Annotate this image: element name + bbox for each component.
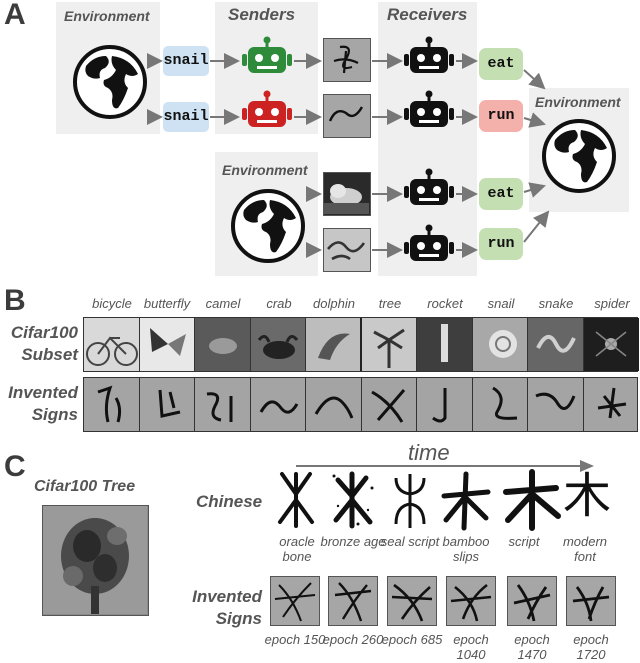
epoch-sign-image bbox=[507, 576, 557, 626]
chinese-label: Chinese bbox=[196, 492, 263, 511]
chinese-stage-label: bamboo slips bbox=[442, 534, 490, 564]
panel-a-letter: A bbox=[4, 0, 26, 31]
invented-sign-image bbox=[306, 378, 362, 431]
epoch-label: epoch 1470 bbox=[514, 632, 550, 662]
epoch-label: epoch 685 bbox=[381, 632, 443, 647]
epoch-sign-image bbox=[328, 576, 378, 626]
bamboo-slips-glyph bbox=[441, 471, 491, 531]
bicycle-image bbox=[84, 318, 140, 371]
butterfly-image bbox=[139, 318, 195, 371]
action-chip: run bbox=[479, 100, 523, 132]
action-chip: eat bbox=[479, 48, 523, 80]
environment-label: Environment bbox=[64, 8, 150, 24]
flow-arrows bbox=[147, 53, 550, 258]
robot-black-icon bbox=[404, 90, 454, 127]
time-label: time bbox=[408, 440, 450, 465]
invented-sign-image bbox=[584, 378, 640, 431]
sender-word-chip: snail bbox=[163, 46, 209, 76]
epoch-sign-image bbox=[270, 576, 320, 626]
chinese-stage-label: oracle bone bbox=[279, 534, 315, 564]
action-chip: eat bbox=[479, 178, 523, 210]
cifar100-tree-image bbox=[42, 505, 149, 616]
invented-sign-image bbox=[417, 378, 473, 431]
time-arrow bbox=[296, 460, 594, 472]
tree-image bbox=[361, 318, 417, 371]
environment-right-label: Environment bbox=[535, 94, 621, 110]
snake-image bbox=[528, 318, 584, 371]
panel-c-letter: C bbox=[4, 450, 26, 483]
invented-sign-image bbox=[251, 378, 306, 431]
receivers-label: Receivers bbox=[387, 5, 468, 24]
robot-red-icon bbox=[242, 90, 292, 127]
category-label: bicycle bbox=[92, 296, 132, 311]
invented-sign-image bbox=[195, 378, 251, 431]
dolphin-image bbox=[306, 318, 362, 371]
rocket-image bbox=[417, 318, 473, 371]
invented-sign-image bbox=[140, 378, 195, 431]
globe-icon bbox=[73, 45, 147, 119]
environment-bottom-label: Environment bbox=[222, 162, 308, 178]
crab-image bbox=[250, 318, 306, 371]
invented-signs-epoch-label: Invented Signs bbox=[192, 587, 262, 628]
category-label: snail bbox=[487, 296, 515, 311]
chinese-stage-label: script bbox=[508, 534, 540, 549]
invented-sign-image bbox=[473, 378, 528, 431]
category-label: crab bbox=[266, 296, 292, 311]
spider-image bbox=[583, 318, 639, 371]
epoch-sign-image bbox=[566, 576, 616, 626]
category-label: dolphin bbox=[313, 296, 355, 311]
robot-black-icon bbox=[404, 168, 454, 205]
epoch-sign-image bbox=[446, 576, 496, 626]
epoch-label: epoch 1720 bbox=[573, 632, 609, 662]
invented-signs-label: Invented Signs bbox=[8, 383, 78, 424]
senders-label: Senders bbox=[228, 5, 296, 24]
bronze-age-glyph bbox=[332, 471, 374, 529]
snail-photo-image bbox=[323, 172, 371, 216]
invented-sign-image bbox=[528, 378, 584, 431]
epoch-sign-image bbox=[387, 576, 437, 626]
chinese-stage-label: bronze age bbox=[320, 534, 386, 549]
seal-script-glyph bbox=[394, 474, 426, 528]
epoch-label: epoch 260 bbox=[322, 632, 384, 647]
oracle-bone-glyph bbox=[278, 472, 314, 528]
category-label: rocket bbox=[427, 296, 463, 311]
panel-b-letter: B bbox=[4, 284, 26, 317]
message-sign-image bbox=[323, 94, 371, 138]
category-label: tree bbox=[378, 296, 402, 311]
epoch-label: epoch 150 bbox=[264, 632, 326, 647]
category-label: camel bbox=[205, 296, 241, 311]
robot-green-icon bbox=[242, 36, 292, 73]
action-chip: run bbox=[479, 228, 523, 260]
cifar100-tree-label: Cifar100 Tree bbox=[34, 478, 136, 495]
camel-image bbox=[195, 318, 251, 371]
globe-icon bbox=[542, 119, 616, 193]
category-label: butterfly bbox=[143, 296, 191, 311]
modern-font-glyph: 木 bbox=[563, 468, 612, 524]
chinese-stage-label: seal script bbox=[380, 534, 440, 549]
invented-sign-image bbox=[362, 378, 417, 431]
robot-black-icon bbox=[404, 224, 454, 261]
sender-word-chip: snail bbox=[163, 102, 209, 132]
snail-image bbox=[472, 318, 528, 371]
invented-sign-image bbox=[84, 378, 140, 431]
script-glyph bbox=[503, 469, 561, 531]
globe-icon bbox=[231, 189, 305, 263]
cifar100-subset-label: Cifar100 Subset bbox=[10, 323, 78, 364]
epoch-label: epoch 1040 bbox=[453, 632, 489, 662]
robot-black-icon bbox=[404, 36, 454, 73]
invented-signs-strip bbox=[83, 377, 638, 432]
chinese-stage-label: modern font bbox=[562, 534, 608, 564]
category-label: snake bbox=[538, 296, 574, 311]
message-sign-image bbox=[323, 38, 371, 82]
snake-photo-image bbox=[323, 228, 371, 272]
cifar100-image-strip bbox=[83, 317, 639, 372]
category-label: spider bbox=[594, 296, 630, 311]
